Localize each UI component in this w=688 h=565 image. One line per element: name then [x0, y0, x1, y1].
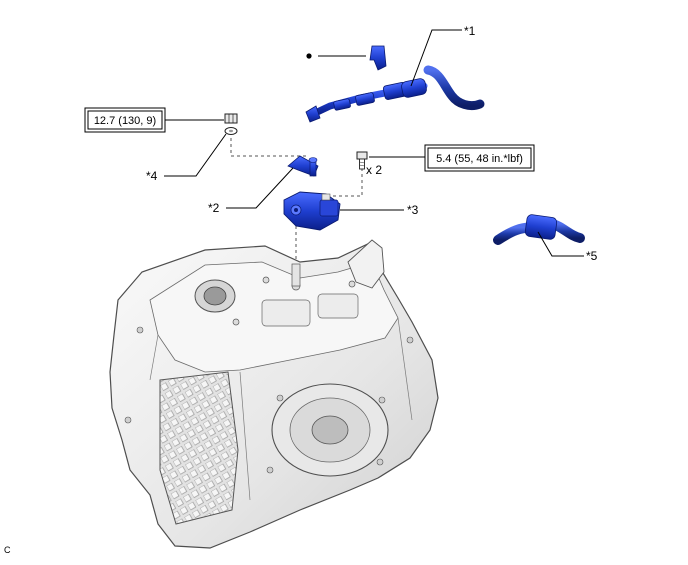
bolt-icon — [356, 151, 368, 170]
filled-dot-icon — [306, 53, 312, 59]
retaining-clip — [369, 45, 387, 71]
control-shaft-lever — [287, 155, 319, 177]
torque-box-bolt: 5.4 (55, 48 in.*lbf) — [424, 144, 535, 172]
park-neutral-position-switch — [283, 191, 341, 231]
torque-box-nut: 12.7 (130, 9) — [84, 107, 166, 133]
bolt-quantity: x 2 — [366, 163, 382, 177]
leader-callout-2 — [226, 167, 294, 209]
transmission-control-cable — [305, 65, 485, 123]
callout-3: *3 — [407, 203, 419, 217]
callout-4: *4 — [146, 169, 158, 183]
washer-icon — [224, 127, 238, 135]
callout-2: *2 — [208, 201, 220, 215]
transaxle-case — [109, 239, 439, 549]
callout-5: *5 — [586, 249, 598, 263]
torque-value-nut: 12.7 (130, 9) — [94, 115, 156, 127]
assembly-guide-lines — [230, 110, 363, 262]
wire-harness-connector — [493, 214, 585, 245]
torque-value-bolt: 5.4 (55, 48 in.*lbf) — [436, 153, 523, 165]
leader-callout-4 — [164, 133, 227, 177]
leader-callout-1 — [410, 29, 462, 87]
nut-icon — [224, 113, 238, 124]
leader-callout-5 — [537, 231, 584, 257]
callout-1: *1 — [464, 24, 476, 38]
figure-code: C — [4, 545, 11, 555]
